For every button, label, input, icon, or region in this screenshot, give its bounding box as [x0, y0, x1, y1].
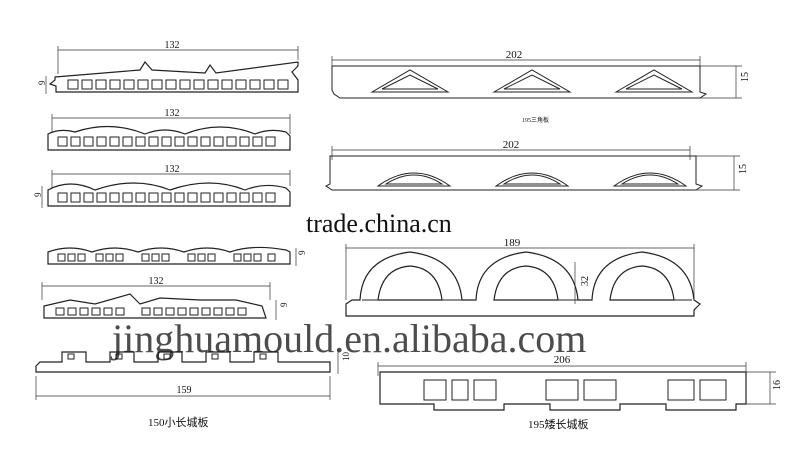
profile-4-height: 9 — [297, 250, 307, 255]
profile-arch-board: 202 15 — [325, 139, 749, 191]
watermark-site: trade.china.cn — [306, 209, 452, 238]
profile-large-arch-board: 189 32 — [345, 237, 701, 317]
triangle-board-length: 202 — [506, 49, 523, 61]
arch-board-height: 15 — [738, 164, 749, 174]
profile-6-cells — [67, 353, 267, 360]
triangle-board-height: 15 — [740, 72, 751, 82]
watermark-brand: jinghuamould.en.alibaba.com — [110, 316, 586, 361]
profile-1-cells — [67, 79, 289, 90]
profile-2: 132 — [47, 108, 291, 151]
profile-4: 9 — [47, 246, 307, 266]
long-board-cells — [423, 379, 727, 401]
profile-5-length: 132 — [149, 276, 164, 287]
profile-5-cells — [55, 307, 247, 316]
arch-board-length: 202 — [503, 139, 520, 151]
long-board-length: 206 — [554, 354, 571, 366]
profile-6-length: 159 — [177, 385, 192, 396]
profile-4-cells — [57, 253, 276, 262]
profile-1: 132 9 — [37, 40, 299, 94]
long-board-height: 16 — [772, 380, 783, 390]
profile-6-height: 10 — [341, 352, 351, 362]
profile-3-cells — [57, 192, 276, 203]
profile-3-height: 9 — [33, 192, 43, 197]
caption-long-board: 195矮长城板 — [528, 417, 589, 431]
caption-triangle-board: 195三角板 — [522, 116, 549, 124]
profile-triangle-board: 202 15 195三角板 — [331, 49, 751, 124]
profile-6: 10 159 150小长城板 — [35, 350, 351, 429]
profile-2-cells — [57, 136, 276, 147]
profile-3: 132 9 — [33, 164, 291, 208]
large-arch-board-height: 32 — [580, 276, 591, 286]
profile-5: 132 9 — [41, 276, 289, 320]
profile-5-height: 9 — [279, 302, 289, 307]
caption-small-long-board: 150小长城板 — [148, 415, 209, 429]
profile-1-height: 9 — [37, 80, 47, 85]
profile-2-length: 132 — [165, 108, 180, 119]
profile-long-board: 206 16 195矮长城板 — [377, 354, 783, 431]
profile-3-length: 132 — [165, 164, 180, 175]
large-arch-board-length: 189 — [504, 237, 521, 249]
profile-1-length: 132 — [165, 40, 180, 51]
